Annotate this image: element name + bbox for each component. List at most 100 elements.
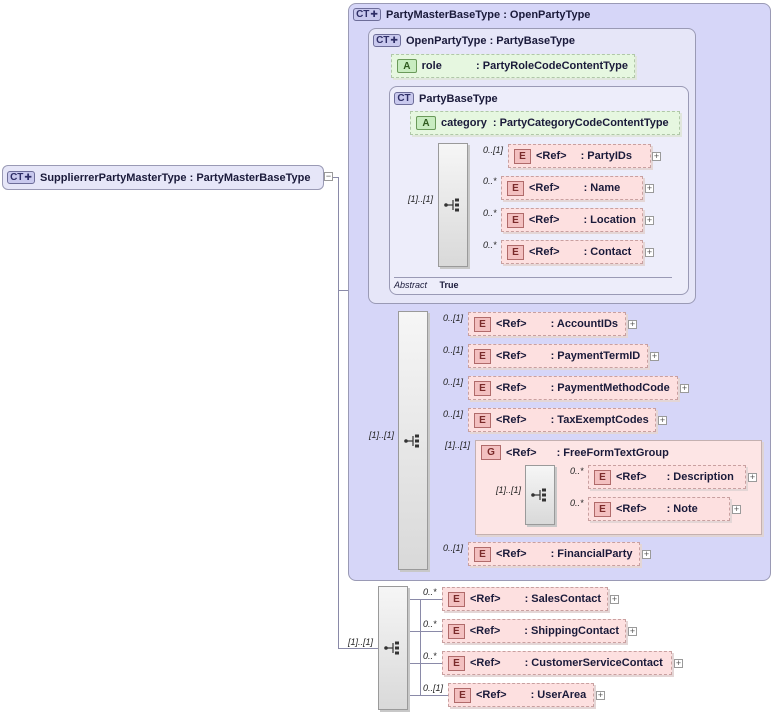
element-paymentmethodcode[interactable]: E <Ref> : PaymentMethodCode bbox=[468, 376, 678, 400]
element-name: : TaxExemptCodes bbox=[550, 414, 649, 426]
element-icon: E bbox=[507, 244, 524, 260]
complex-type-icon: CT bbox=[394, 92, 414, 105]
ref-label: <Ref> bbox=[496, 548, 527, 560]
type-base: : PartyMasterBaseType bbox=[189, 171, 311, 184]
complex-type-icon: CT✚ bbox=[373, 34, 401, 47]
element-financialparty[interactable]: E <Ref> : FinancialParty bbox=[468, 542, 640, 566]
element-cardinality: 0..* bbox=[570, 498, 584, 508]
element-cardinality: 0..* bbox=[483, 240, 497, 250]
sequence-compositor[interactable] bbox=[525, 465, 555, 525]
expand-toggle[interactable]: + bbox=[596, 690, 605, 700]
element-name: : Note bbox=[666, 503, 698, 515]
element-customerservicecontact[interactable]: E <Ref> : CustomerServiceContact bbox=[442, 651, 672, 675]
element-name: : ShippingContact bbox=[524, 625, 619, 637]
element-taxexemptcodes[interactable]: E <Ref> : TaxExemptCodes bbox=[468, 408, 656, 432]
sequence-compositor[interactable] bbox=[438, 143, 468, 267]
element-paymenttermid[interactable]: E <Ref> : PaymentTermID bbox=[468, 344, 648, 368]
expand-toggle[interactable]: + bbox=[732, 504, 741, 514]
element-salescontact[interactable]: E <Ref> : SalesContact bbox=[442, 587, 608, 611]
ref-label: <Ref> bbox=[496, 382, 527, 394]
connector bbox=[338, 177, 339, 648]
expand-toggle[interactable]: + bbox=[642, 549, 651, 559]
ref-label: <Ref> bbox=[496, 350, 527, 362]
element-name: : Name bbox=[583, 182, 621, 194]
type-base: : OpenPartyType bbox=[503, 8, 591, 21]
type-name: SupplierrerPartyMasterType bbox=[40, 171, 187, 184]
type-name: OpenPartyType bbox=[406, 34, 487, 47]
element-icon: E bbox=[594, 469, 611, 485]
element-partyids[interactable]: E <Ref> : PartyIDs bbox=[508, 144, 651, 168]
attribute-name: category bbox=[441, 117, 487, 129]
element-accountids[interactable]: E <Ref> : AccountIDs bbox=[468, 312, 626, 336]
element-name: : PartyIDs bbox=[580, 150, 632, 162]
type-name: PartyMasterBaseType bbox=[386, 8, 501, 21]
complex-type-icon: CT✚ bbox=[353, 8, 381, 21]
element-cardinality: 0..[1] bbox=[443, 409, 464, 419]
group-cardinality: [1]..[1] bbox=[445, 440, 471, 450]
sequence-cardinality: [1]..[1] bbox=[408, 194, 434, 204]
root-complex-type[interactable]: CT✚ SupplierrerPartyMasterType : PartyMa… bbox=[2, 165, 324, 190]
element-shippingcontact[interactable]: E <Ref> : ShippingContact bbox=[442, 619, 626, 643]
element-location[interactable]: E <Ref> : Location bbox=[501, 208, 643, 232]
expand-toggle[interactable]: + bbox=[610, 594, 619, 604]
expand-toggle[interactable]: + bbox=[680, 383, 689, 393]
element-icon: E bbox=[474, 546, 491, 562]
sequence-compositor[interactable] bbox=[378, 586, 408, 710]
element-note[interactable]: E <Ref> : Note bbox=[588, 497, 730, 521]
expand-toggle[interactable]: + bbox=[628, 319, 637, 329]
element-cardinality: 0..[1] bbox=[443, 543, 464, 553]
element-cardinality: 0..* bbox=[483, 176, 497, 186]
attribute-icon: A bbox=[416, 116, 436, 130]
element-cardinality: 0..[1] bbox=[443, 377, 464, 387]
element-cardinality: 0..* bbox=[423, 587, 437, 597]
element-icon: E bbox=[448, 623, 465, 639]
element-icon: E bbox=[514, 148, 531, 164]
sequence-cardinality: [1]..[1] bbox=[369, 430, 395, 440]
attribute-role[interactable]: A role : PartyRoleCodeContentType bbox=[391, 54, 635, 78]
connector bbox=[338, 648, 378, 649]
element-name: : UserArea bbox=[530, 689, 587, 701]
element-icon: E bbox=[474, 316, 491, 332]
collapse-toggle[interactable]: − bbox=[324, 171, 333, 181]
sequence-compositor[interactable] bbox=[398, 311, 428, 570]
attribute-name: role bbox=[421, 60, 442, 72]
ref-label: <Ref> bbox=[528, 214, 560, 226]
element-cardinality: 0..* bbox=[483, 208, 497, 218]
expand-toggle[interactable]: + bbox=[645, 215, 654, 225]
expand-toggle[interactable]: + bbox=[748, 472, 757, 482]
ref-label: <Ref> bbox=[476, 689, 507, 701]
expand-toggle[interactable]: + bbox=[645, 183, 654, 193]
expand-toggle[interactable]: + bbox=[650, 351, 659, 361]
ref-label: <Ref> bbox=[469, 625, 501, 637]
ref-label: <Ref> bbox=[616, 471, 647, 483]
connector bbox=[408, 631, 442, 632]
element-name: : Contact bbox=[583, 246, 632, 258]
sequence-icon bbox=[404, 434, 419, 447]
expand-toggle[interactable]: + bbox=[628, 626, 637, 636]
element-userarea[interactable]: E <Ref> : UserArea bbox=[448, 683, 594, 707]
element-cardinality: 0..[1] bbox=[483, 145, 504, 155]
sequence-cardinality: [1]..[1] bbox=[348, 637, 374, 647]
attribute-category[interactable]: A category : PartyCategoryCodeContentTyp… bbox=[410, 111, 680, 135]
connector bbox=[408, 663, 442, 664]
element-icon: E bbox=[507, 180, 524, 196]
expand-toggle[interactable]: + bbox=[658, 415, 667, 425]
element-icon: E bbox=[507, 212, 524, 228]
connector bbox=[338, 290, 348, 291]
element-name-ref[interactable]: E <Ref> : Name bbox=[501, 176, 643, 200]
expand-toggle[interactable]: + bbox=[652, 151, 661, 161]
sequence-icon bbox=[531, 488, 546, 502]
abstract-value: True bbox=[439, 280, 459, 290]
connector bbox=[420, 599, 421, 695]
abstract-label: Abstract bbox=[394, 280, 428, 290]
attribute-type: : PartyCategoryCodeContentType bbox=[492, 117, 669, 129]
element-icon: E bbox=[448, 655, 465, 671]
element-description[interactable]: E <Ref> : Description bbox=[588, 465, 746, 489]
element-cardinality: 0..* bbox=[423, 619, 437, 629]
ref-label: <Ref> bbox=[616, 503, 647, 515]
element-contact[interactable]: E <Ref> : Contact bbox=[501, 240, 643, 264]
expand-toggle[interactable]: + bbox=[645, 247, 654, 257]
element-cardinality: 0..* bbox=[423, 651, 437, 661]
expand-toggle[interactable]: + bbox=[674, 658, 683, 668]
element-icon: E bbox=[474, 348, 491, 364]
